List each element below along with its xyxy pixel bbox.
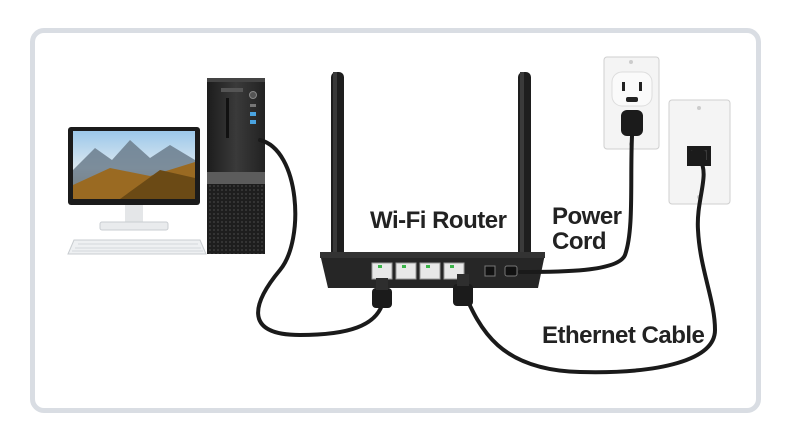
- power-cord-label-line2: Cord: [552, 228, 606, 255]
- router-icon: [320, 72, 545, 288]
- power-cord-label: Power Cord: [552, 204, 622, 254]
- router-label: Wi-Fi Router: [370, 207, 507, 234]
- ethernet-cable-icon: [256, 138, 718, 375]
- pc-tower-icon: [207, 78, 265, 254]
- keyboard-icon: [67, 239, 207, 255]
- power-cord-icon: [518, 134, 634, 274]
- power-cord-label-line1: Power: [552, 203, 622, 230]
- ethernet-cable-label: Ethernet Cable: [542, 322, 705, 349]
- monitor-icon: [68, 127, 200, 231]
- power-outlet-icon: [603, 56, 660, 150]
